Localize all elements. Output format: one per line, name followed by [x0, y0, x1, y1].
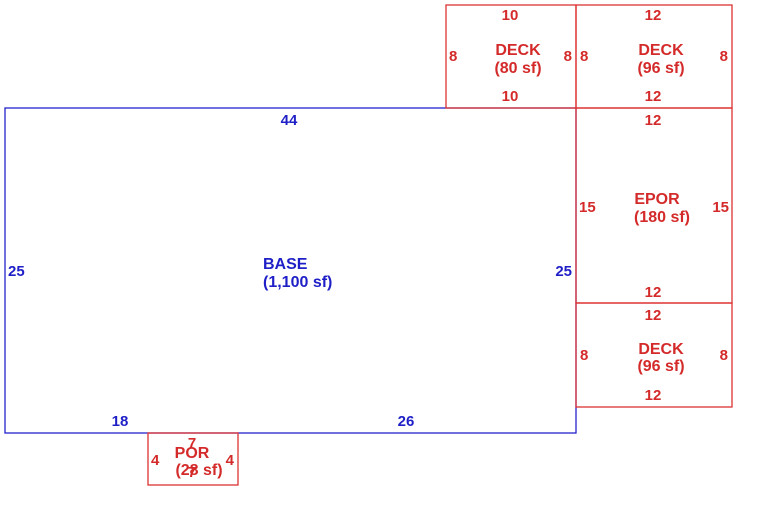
area-epor: 12 12 15 15 EPOR (180 sf) [575, 107, 733, 304]
epor-area: (180 sf) [634, 209, 690, 226]
por-dim-top: 7 [188, 435, 196, 452]
deck-80-label: DECK [495, 42, 541, 59]
por-area: (28 sf) [175, 462, 222, 479]
por-dim-bottom: 7 [188, 464, 196, 481]
deck-80-dim-top: 10 [502, 7, 519, 24]
epor-dim-bottom: 12 [645, 284, 662, 301]
deck-96-bottom-outline [575, 302, 733, 408]
area-base: 44 25 25 18 26 BASE (1,100 sf) [4, 107, 577, 434]
deck-80-dim-left: 8 [449, 48, 457, 65]
base-label: BASE [263, 256, 308, 273]
area-deck-96-bottom: 12 12 8 8 DECK (96 sf) [575, 302, 733, 408]
deck-96-top-dim-top: 12 [645, 7, 662, 24]
deck-80-dim-bottom: 10 [502, 88, 519, 105]
base-dim-bottom-right: 26 [398, 413, 415, 430]
por-outline [147, 432, 239, 486]
deck-96-top-label: DECK [638, 42, 684, 59]
deck-96-top-dim-bottom: 12 [645, 88, 662, 105]
deck-96-bottom-label: DECK [638, 341, 684, 358]
deck-80-area: (80 sf) [494, 60, 541, 77]
area-deck-96-top: 12 12 8 8 DECK (96 sf) [575, 4, 733, 109]
por-dim-left: 4 [151, 452, 160, 469]
deck-80-dim-right: 8 [564, 48, 572, 65]
deck-96-top-dim-left: 8 [580, 48, 588, 65]
base-dim-right: 25 [555, 263, 572, 280]
deck-96-bottom-area: (96 sf) [637, 358, 684, 375]
area-deck-80: 10 10 8 8 DECK (80 sf) [445, 4, 577, 109]
base-dim-top: 44 [281, 112, 298, 129]
deck-96-bottom-dim-top: 12 [645, 307, 662, 324]
deck-96-bottom-dim-left: 8 [580, 347, 588, 364]
deck-96-top-area: (96 sf) [637, 60, 684, 77]
base-dim-left: 25 [8, 263, 25, 280]
epor-label: EPOR [634, 191, 680, 208]
deck-96-bottom-dim-bottom: 12 [645, 387, 662, 404]
por-label: POR [175, 445, 210, 462]
base-area: (1,100 sf) [263, 274, 332, 291]
epor-dim-top: 12 [645, 112, 662, 129]
por-dim-right: 4 [226, 452, 235, 469]
deck-96-top-dim-right: 8 [720, 48, 728, 65]
area-por: 7 7 4 4 POR (28 sf) [147, 432, 239, 486]
base-dim-bottom-left: 18 [112, 413, 129, 430]
epor-dim-left: 15 [579, 199, 596, 216]
deck-96-bottom-dim-right: 8 [720, 347, 728, 364]
epor-dim-right: 15 [712, 199, 729, 216]
